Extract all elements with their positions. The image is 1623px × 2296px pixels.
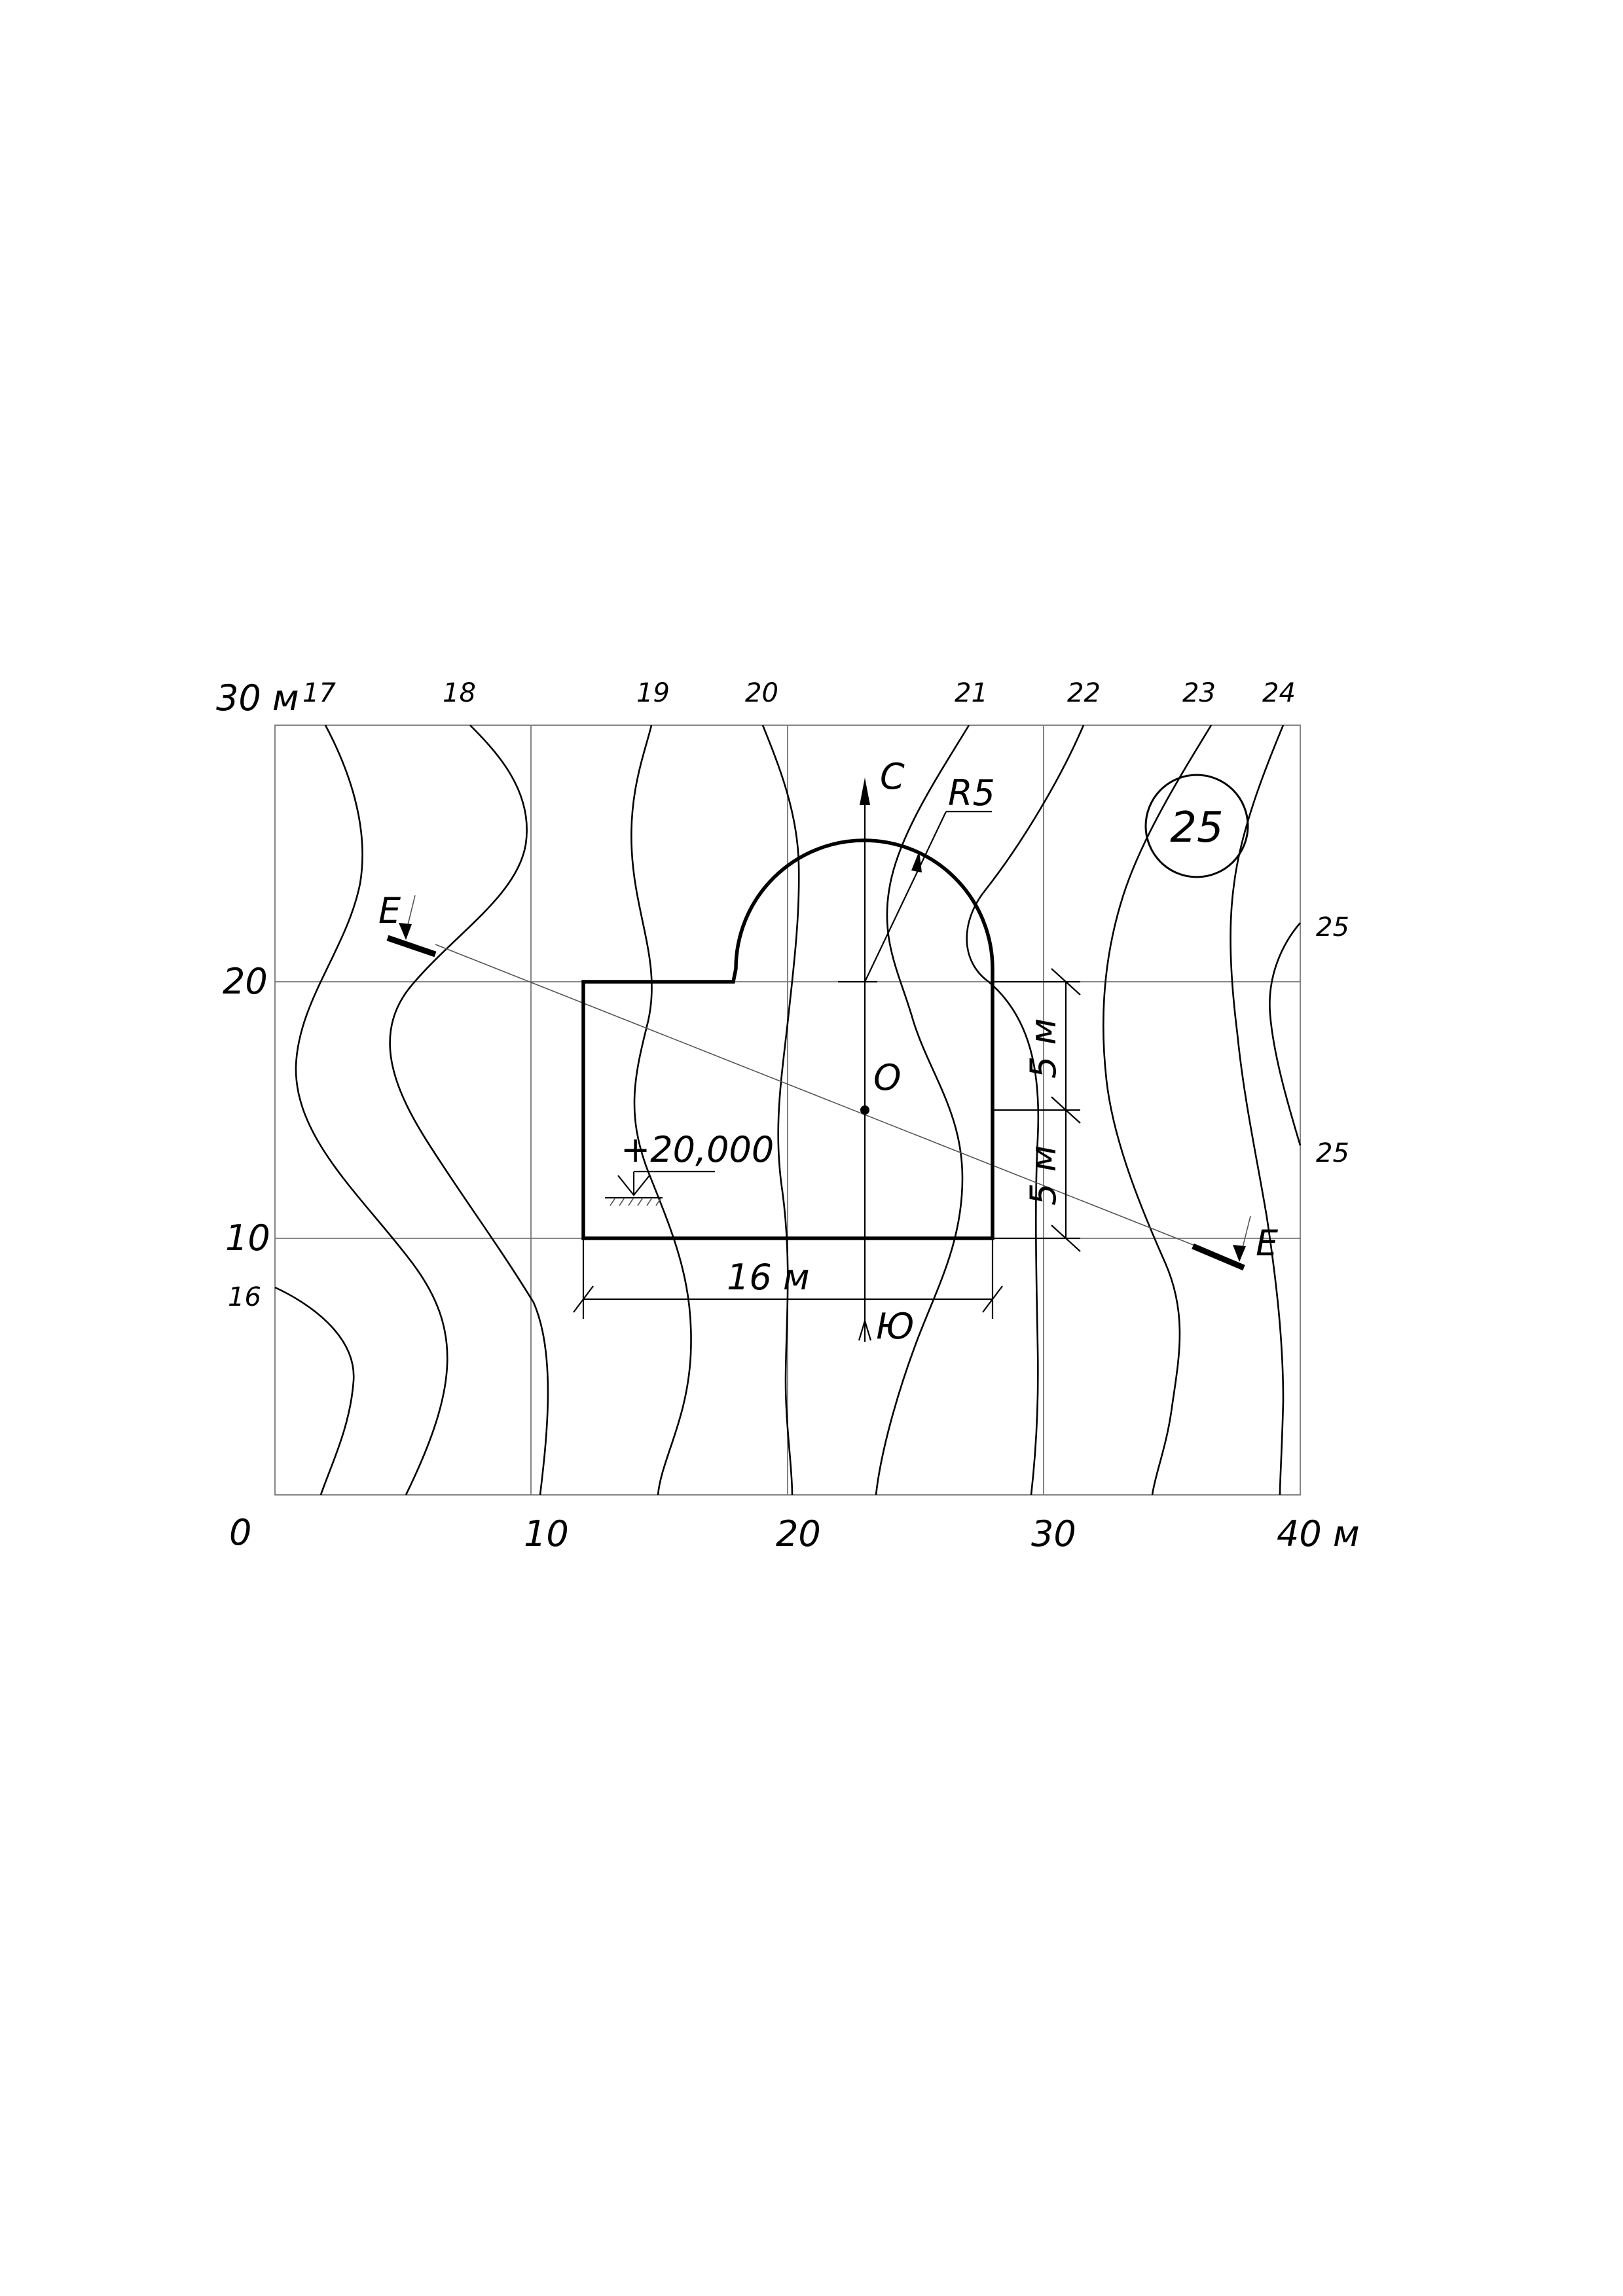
contour-20 [761, 725, 800, 1496]
y-axis-label-10: 10 [225, 1217, 270, 1259]
contour-label-25-upper: 25 [1316, 912, 1349, 942]
center-label: O [873, 1057, 902, 1098]
side-tick-middle [1051, 1096, 1081, 1124]
x-axis-label-10: 10 [524, 1513, 569, 1554]
contour-21 [875, 725, 970, 1496]
building-outline [581, 838, 994, 1240]
contour-19 [630, 725, 692, 1496]
sheet-number-badge: 25 [1144, 774, 1249, 878]
radius-arrow-head [911, 851, 922, 872]
width-tick-right [982, 1285, 1003, 1313]
section-arrow-left-head [399, 923, 412, 940]
section-line-e-e [386, 895, 1251, 1271]
south-arrow-tail [858, 1318, 872, 1341]
section-cut-line [435, 944, 1240, 1264]
side-dim-lower-label: 5 м [1023, 1145, 1064, 1206]
x-axis-label-20: 20 [776, 1513, 821, 1554]
center-point [860, 1105, 869, 1115]
radius-offset-dimensions [993, 968, 1081, 1252]
contour-label-20: 20 [745, 678, 778, 708]
north-arrow-head [860, 778, 870, 805]
width-dimension-label: 16 м [727, 1257, 810, 1298]
contour-17 [295, 725, 448, 1496]
side-dim-upper-label: 5 м [1023, 1018, 1064, 1079]
elevation-marker [605, 1170, 715, 1206]
section-arrow-right-head [1233, 1245, 1246, 1262]
south-label: Ю [876, 1306, 914, 1347]
x-axis-label-40: 40 м [1277, 1513, 1360, 1554]
width-dimension [573, 1238, 1003, 1319]
contour-label-25-lower: 25 [1316, 1138, 1349, 1168]
elevation-ground-hatch [610, 1197, 662, 1206]
contour-25 [1269, 922, 1302, 1146]
x-axis-label-30: 30 [1031, 1513, 1076, 1554]
contour-label-23: 23 [1182, 678, 1216, 708]
contour-label-16: 16 [228, 1282, 261, 1312]
side-tick-top [1051, 968, 1081, 996]
contour-label-21: 21 [955, 678, 988, 708]
section-mark-right [1192, 1243, 1245, 1271]
axis-labels: 30 м 20 10 0 10 20 30 40 м [216, 677, 1360, 1554]
badge-number: 25 [1170, 804, 1223, 852]
contour-lines [274, 725, 1302, 1496]
y-axis-top-label: 30 м [216, 677, 299, 719]
radius-label: R5 [948, 772, 995, 814]
contour-16 [274, 1286, 355, 1496]
badge-circle [1144, 774, 1249, 878]
contour-label-17: 17 [302, 678, 336, 708]
coordinate-grid [274, 725, 1301, 1496]
width-tick-left [573, 1285, 594, 1313]
section-label-left: Е [378, 890, 401, 931]
contour-18 [389, 725, 549, 1496]
building [581, 838, 994, 1240]
y-axis-label-20: 20 [223, 961, 268, 1002]
section-mark-left [386, 935, 437, 958]
contour-labels: 17 18 19 20 21 22 23 24 25 25 16 [228, 678, 1349, 1312]
section-labels: Е Е [378, 890, 1279, 1264]
elevation-label: +20,000 [621, 1129, 774, 1170]
contour-label-24: 24 [1262, 678, 1296, 708]
contour-23 [1102, 725, 1213, 1496]
contour-24 [1230, 725, 1285, 1496]
north-label: С [880, 756, 905, 797]
building-labels: +20,000 16 м R5 5 м 5 м O С Ю [621, 756, 1064, 1347]
contour-label-22: 22 [1067, 678, 1101, 708]
contour-22 [966, 725, 1085, 1496]
origin-label: 0 [229, 1512, 251, 1553]
side-tick-bottom [1051, 1225, 1081, 1252]
contour-label-19: 19 [636, 678, 670, 708]
radius-leader-line [864, 811, 947, 982]
building-axis [838, 778, 992, 1342]
contour-label-18: 18 [443, 678, 476, 708]
section-label-right: Е [1256, 1223, 1279, 1264]
